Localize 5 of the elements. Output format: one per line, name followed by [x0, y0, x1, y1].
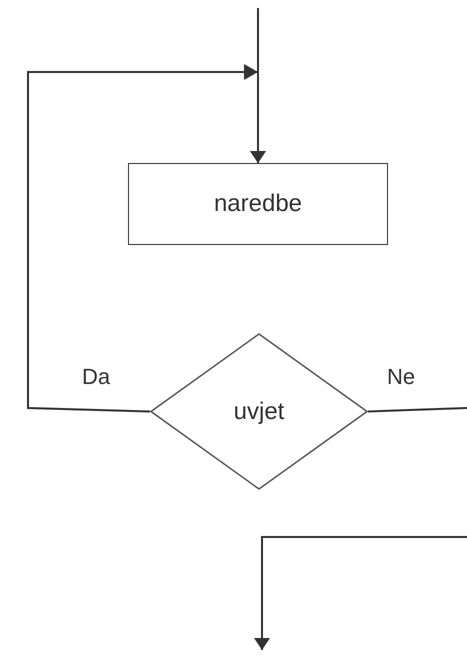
- decision-diamond: [150, 333, 368, 490]
- process-text: naredbe: [214, 189, 302, 219]
- arrow: [27, 64, 266, 412]
- process-box: [128, 163, 388, 245]
- condition-text: uvjet: [234, 396, 284, 426]
